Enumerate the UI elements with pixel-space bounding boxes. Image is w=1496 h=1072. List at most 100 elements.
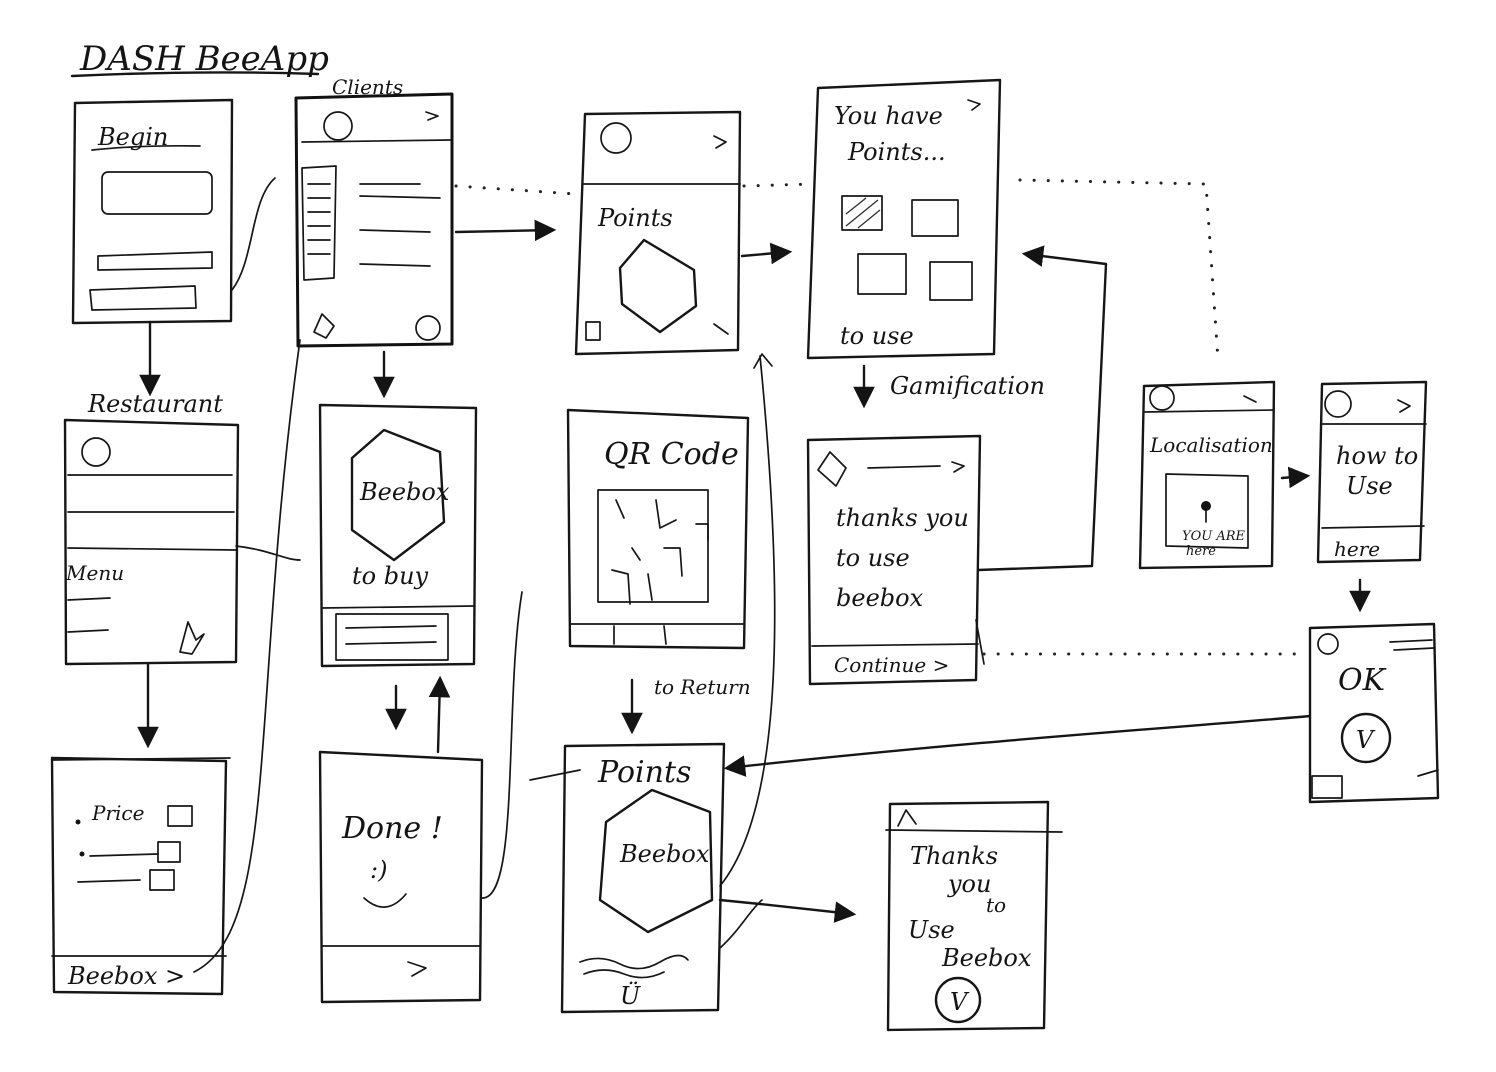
screen-frame — [886, 800, 1050, 1032]
rewards-line-1: You have — [834, 102, 943, 130]
final-line-1: Thanks — [910, 842, 998, 870]
arrow-clients-points — [454, 219, 557, 242]
thanks-line-3: beebox — [836, 584, 924, 612]
buy-label: to buy — [352, 562, 429, 590]
settings-icon — [415, 315, 441, 341]
avatar-icon — [1317, 633, 1339, 655]
chevron-right-icon — [1397, 399, 1411, 413]
check-mark: V — [950, 988, 970, 1016]
arrow-points-rewards — [740, 242, 793, 265]
hexagon — [598, 788, 714, 934]
done-smiley: :) — [370, 856, 387, 884]
checkbox-3 — [149, 869, 175, 891]
continue-link: Continue > — [834, 653, 949, 677]
checkbox-2 — [157, 841, 181, 863]
reward-tile-1 — [841, 195, 883, 231]
screen-frame — [63, 418, 240, 666]
avatar-icon — [81, 437, 111, 467]
arrow-points-thanks-final — [718, 898, 857, 923]
screen-localisation: Localisation YOU ARE here — [1138, 380, 1276, 570]
chevron-right-icon — [407, 961, 427, 977]
screen-points: Points — [574, 110, 742, 356]
how-line-1: how to — [1336, 442, 1418, 470]
chevron-right-icon — [951, 461, 965, 473]
hexagon — [618, 238, 698, 334]
screen-frame — [560, 742, 726, 1014]
screen-frame — [1308, 622, 1440, 804]
bee-icon — [179, 621, 205, 655]
screen-rewards: You have Points... to use — [806, 78, 1002, 360]
avatar-icon — [600, 122, 632, 154]
check-mark: V — [1356, 726, 1376, 754]
screen-points-return: Points Beebox Ü — [560, 742, 726, 1014]
reward-tile-2 — [911, 199, 959, 237]
screen-frame — [566, 408, 750, 650]
sketch-title: DASH BeeApp — [70, 39, 329, 79]
screen-title: Points — [597, 755, 691, 790]
flow-arrows — [137, 219, 1439, 973]
screen-frame — [806, 78, 1002, 360]
chevron-right-icon — [713, 135, 727, 149]
screen-frame — [318, 750, 484, 1004]
small-icon — [585, 321, 601, 341]
annotations: Gamification to Return — [654, 372, 1045, 699]
pin-text-1: YOU ARE — [1182, 529, 1246, 544]
price-label: Price — [91, 801, 144, 825]
triangle-icon — [897, 809, 917, 827]
screen-order: Price Beebox > — [50, 756, 231, 996]
avatar-icon — [323, 111, 353, 141]
screen-title: Localisation — [1149, 433, 1273, 457]
screen-frame — [294, 92, 454, 348]
login-button — [89, 285, 197, 311]
screen-done: Done ! :) — [318, 750, 484, 1004]
to-return-label: to Return — [654, 675, 751, 699]
screen-begin: Begin — [71, 98, 276, 325]
screen-thanks-use: thanks you to use beebox Continue > — [806, 434, 982, 686]
final-line-5: Beebox — [941, 944, 1032, 972]
hex-label: Beebox — [619, 840, 710, 868]
done-label: Done ! — [341, 811, 443, 846]
screen-frame — [806, 434, 982, 686]
wave-lines — [579, 954, 689, 979]
reward-tile-3 — [857, 253, 907, 295]
smiley: Ü — [620, 981, 641, 1010]
how-footer: here — [1334, 537, 1380, 561]
check-circle-icon — [934, 976, 982, 1024]
buy-panel — [335, 613, 449, 661]
chevron-right-icon — [967, 99, 981, 111]
final-line-2: you — [947, 870, 991, 898]
screen-title: Restaurant — [87, 390, 223, 418]
footer-beebox-link: Beebox > — [67, 962, 185, 990]
check-circle-icon — [1340, 712, 1392, 764]
final-line-4: Use — [908, 916, 955, 944]
how-line-2: Use — [1346, 472, 1393, 500]
screen-title: QR Code — [604, 437, 739, 472]
reward-tile-4 — [929, 261, 973, 301]
arrow-done-beebox — [428, 675, 451, 754]
screen-ok: OK V — [1308, 622, 1440, 804]
sidebar-panel — [301, 165, 337, 281]
screen-thanks-final: Thanks you to Use Beebox V — [885, 800, 1063, 1032]
final-line-3: to — [986, 893, 1006, 917]
arrow-thanks-rewards — [976, 245, 1108, 572]
screen-frame — [318, 403, 478, 668]
rewards-line-2: Points... — [847, 138, 946, 166]
chevron-right-icon — [425, 111, 439, 121]
screen-qr: QR Code — [566, 408, 750, 650]
screen-frame — [71, 98, 234, 325]
login-field — [97, 251, 213, 271]
bee-icon — [817, 451, 847, 487]
thanks-line-1: thanks you — [836, 504, 969, 532]
hexagon — [350, 428, 446, 562]
screen-frame — [574, 110, 742, 356]
screen-frame — [1138, 380, 1276, 570]
screen-how-to: how to Use here — [1316, 380, 1428, 564]
image-placeholder — [101, 171, 213, 215]
rewards-footer: to use — [840, 322, 914, 350]
arrow-localisation-howto — [1280, 466, 1311, 489]
thanks-line-2: to use — [836, 544, 910, 572]
qr-code — [597, 489, 709, 603]
screen-restaurant: Restaurant Menu — [63, 390, 240, 666]
pin-text-2: here — [1186, 544, 1216, 559]
